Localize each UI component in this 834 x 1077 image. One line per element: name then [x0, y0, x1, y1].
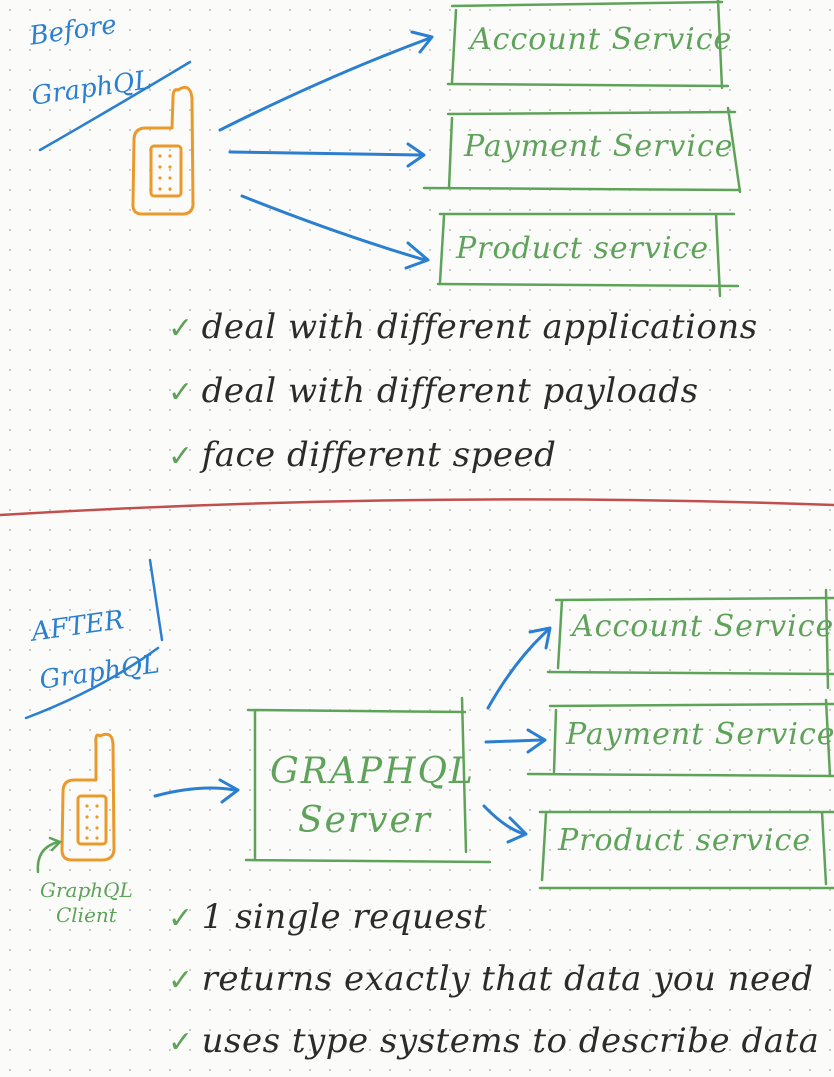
arrow-icon [506, 816, 528, 844]
arrow-icon [486, 628, 550, 710]
arrow-icon [484, 738, 544, 744]
before-note-1: ✓deal with different applications [168, 307, 758, 347]
after-note-2: ✓returns exactly that data you need [168, 959, 814, 999]
phone-icon [60, 732, 116, 862]
arrow-icon [153, 786, 237, 798]
arrow-icon [410, 30, 434, 54]
before-service-account: Account Service [470, 22, 733, 57]
before-service-product: Product service [456, 231, 710, 266]
service-box-product [538, 810, 834, 890]
check-icon: ✓ [168, 1025, 194, 1060]
check-icon: ✓ [168, 439, 194, 474]
before-note-3: ✓face different speed [168, 435, 557, 475]
phone-icon [131, 85, 195, 216]
client-label: GraphQL Client [40, 878, 133, 927]
before-note-2: ✓deal with different payloads [168, 371, 699, 411]
after-service-payment: Payment Service [566, 717, 834, 752]
service-box-account [446, 0, 730, 90]
graphql-server-label: GRAPHQL Server [270, 751, 475, 841]
client-pointer-arrow [36, 836, 63, 874]
arrow-icon [240, 194, 427, 262]
arrow-icon [482, 804, 526, 836]
before-service-payment: Payment Service [464, 129, 734, 164]
service-box-payment [422, 106, 742, 194]
graphql-server-box [244, 696, 492, 864]
check-icon: ✓ [168, 963, 194, 998]
check-icon: ✓ [168, 311, 194, 346]
service-box-product [436, 212, 740, 298]
check-icon: ✓ [168, 901, 194, 936]
arrow-icon [228, 150, 422, 157]
arrow-icon [526, 728, 547, 754]
arrow-icon [218, 36, 432, 132]
service-box-payment [526, 698, 834, 778]
after-note-3: ✓uses type systems to describe data [168, 1021, 820, 1061]
arrow-icon [218, 778, 240, 804]
check-icon: ✓ [168, 375, 194, 410]
section-divider [0, 498, 834, 517]
arrow-icon [528, 626, 552, 650]
service-box-account [546, 588, 834, 690]
arrow-icon [406, 142, 426, 168]
after-heading-underline [24, 558, 164, 720]
after-service-account: Account Service [572, 609, 834, 644]
arrow-icon [404, 241, 430, 270]
after-note-1: ✓1 single request [168, 897, 488, 937]
before-heading-underline [38, 60, 192, 152]
after-service-product: Product service [558, 823, 812, 858]
